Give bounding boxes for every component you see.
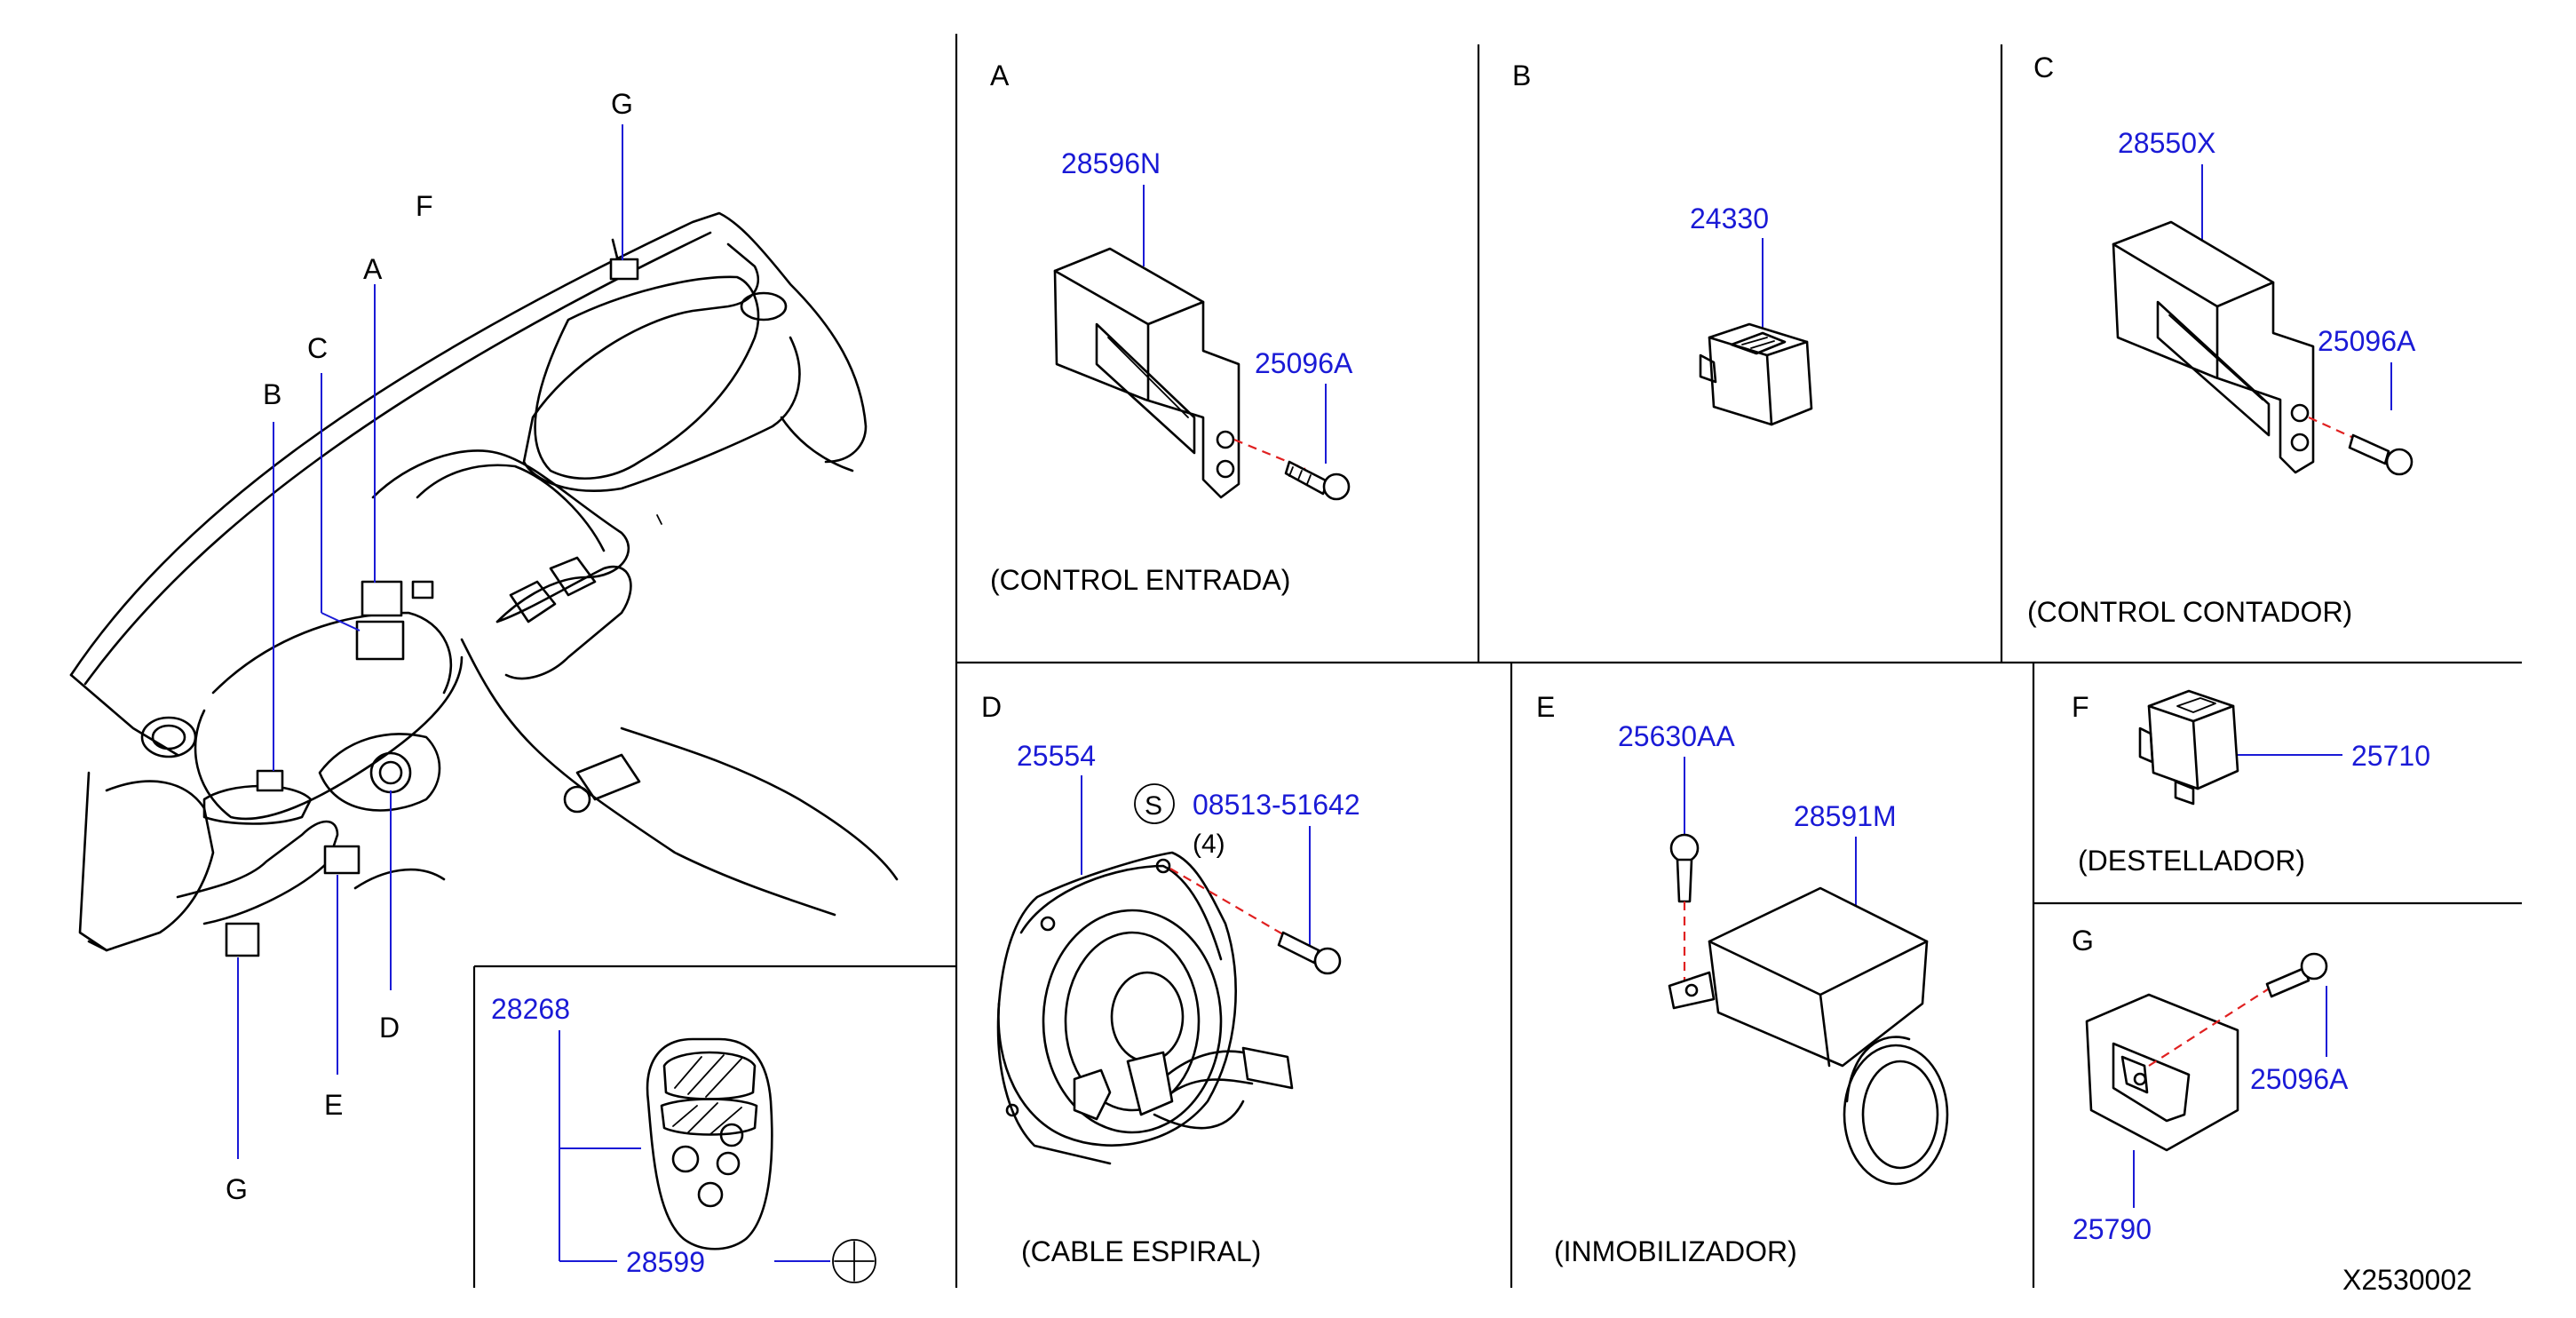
component-g — [225, 922, 260, 957]
overview-label-d: D — [379, 1012, 400, 1044]
panel-d: D 25554 S 08513-51642 (4) (CABLE ESPIRAL… — [981, 691, 1360, 1267]
panel-g-letter: G — [2072, 925, 2094, 957]
panel-f-caption: (DESTELLADOR) — [2078, 845, 2305, 877]
panel-c: C 28550X 25096A (CONTROL CONTADOR) — [2027, 52, 2416, 628]
panel-b-letter: B — [1512, 60, 1531, 91]
component-c — [355, 620, 405, 661]
component-b — [256, 769, 284, 792]
control-module-c — [2112, 220, 2315, 474]
part-number-08513-51642: 08513-51642 — [1193, 789, 1360, 821]
overview-label-g-top: G — [611, 88, 633, 120]
panel-a: A 28596N 25096A (CONTROL ENTRADA) — [990, 60, 1353, 596]
panel-d-caption: (CABLE ESPIRAL) — [1021, 1235, 1261, 1267]
panel-e-letter: E — [1536, 691, 1555, 723]
part-number-25630aa: 25630AA — [1618, 720, 1735, 752]
component-g-top — [609, 258, 639, 281]
overview-label-b: B — [263, 378, 281, 410]
overview-label-c: C — [307, 332, 328, 364]
panel-a-caption: (CONTROL ENTRADA) — [990, 564, 1290, 596]
drawing-number: X2530002 — [2342, 1264, 2472, 1296]
part-number-25096a-a: 25096A — [1255, 347, 1353, 379]
key-fob-outline — [646, 1037, 773, 1251]
panel-d-letter: D — [981, 691, 1002, 723]
overview-label-f: F — [416, 190, 433, 222]
part-number-28268: 28268 — [491, 993, 570, 1025]
part-number-28599: 28599 — [626, 1246, 705, 1278]
panel-frames — [472, 34, 2522, 1288]
panel-b: B 24330 — [1512, 60, 1813, 426]
bolt-c — [2348, 433, 2390, 465]
component-e — [323, 845, 361, 875]
panel-f: F 25710 (DESTELLADOR) — [2072, 689, 2430, 877]
part-number-24330: 24330 — [1690, 202, 1769, 234]
component-a — [361, 580, 403, 617]
overview-label-a: A — [363, 253, 383, 285]
screw-symbol: S — [1145, 791, 1162, 821]
panel-a-letter: A — [990, 60, 1010, 91]
antenna-ring — [1843, 1044, 1949, 1186]
panel-e-caption: (INMOBILIZADOR) — [1554, 1235, 1797, 1267]
panel-f-letter: F — [2072, 691, 2089, 723]
dashboard-overview: G F A C B D E G — [69, 88, 899, 1205]
panel-key: 28268 28599 — [491, 993, 876, 1283]
module-g — [2085, 993, 2239, 1152]
part-number-25096a-g: 25096A — [2250, 1063, 2349, 1095]
bolt-a — [1284, 460, 1329, 496]
screw-quantity: (4) — [1193, 830, 1225, 859]
screw-d — [1277, 931, 1320, 965]
part-number-28550x: 28550X — [2118, 127, 2215, 159]
immobilizer-module — [1708, 886, 1929, 1068]
panel-g: G 25790 25096A — [2072, 925, 2349, 1245]
panel-e: E 25630AA 28591M (INMOBILIZADOR) — [1536, 691, 1949, 1267]
part-number-25096a-c: 25096A — [2318, 325, 2416, 357]
clock-spring — [997, 851, 1237, 1147]
plus-circle-icon — [832, 1239, 876, 1283]
part-number-25554: 25554 — [1017, 740, 1096, 772]
part-number-25790: 25790 — [2073, 1213, 2152, 1245]
part-number-28596n: 28596N — [1061, 147, 1161, 179]
part-number-28591m: 28591M — [1794, 800, 1897, 832]
bolt-e — [1676, 858, 1693, 903]
part-number-25710: 25710 — [2351, 740, 2430, 772]
overview-label-e: E — [324, 1089, 343, 1121]
screw-symbol-circle — [1134, 783, 1175, 824]
panel-c-caption: (CONTROL CONTADOR) — [2027, 596, 2352, 628]
flasher-relay — [2147, 689, 2239, 790]
panel-c-letter: C — [2033, 52, 2054, 83]
bolt-g — [2265, 966, 2310, 998]
overview-label-g: G — [226, 1173, 248, 1205]
